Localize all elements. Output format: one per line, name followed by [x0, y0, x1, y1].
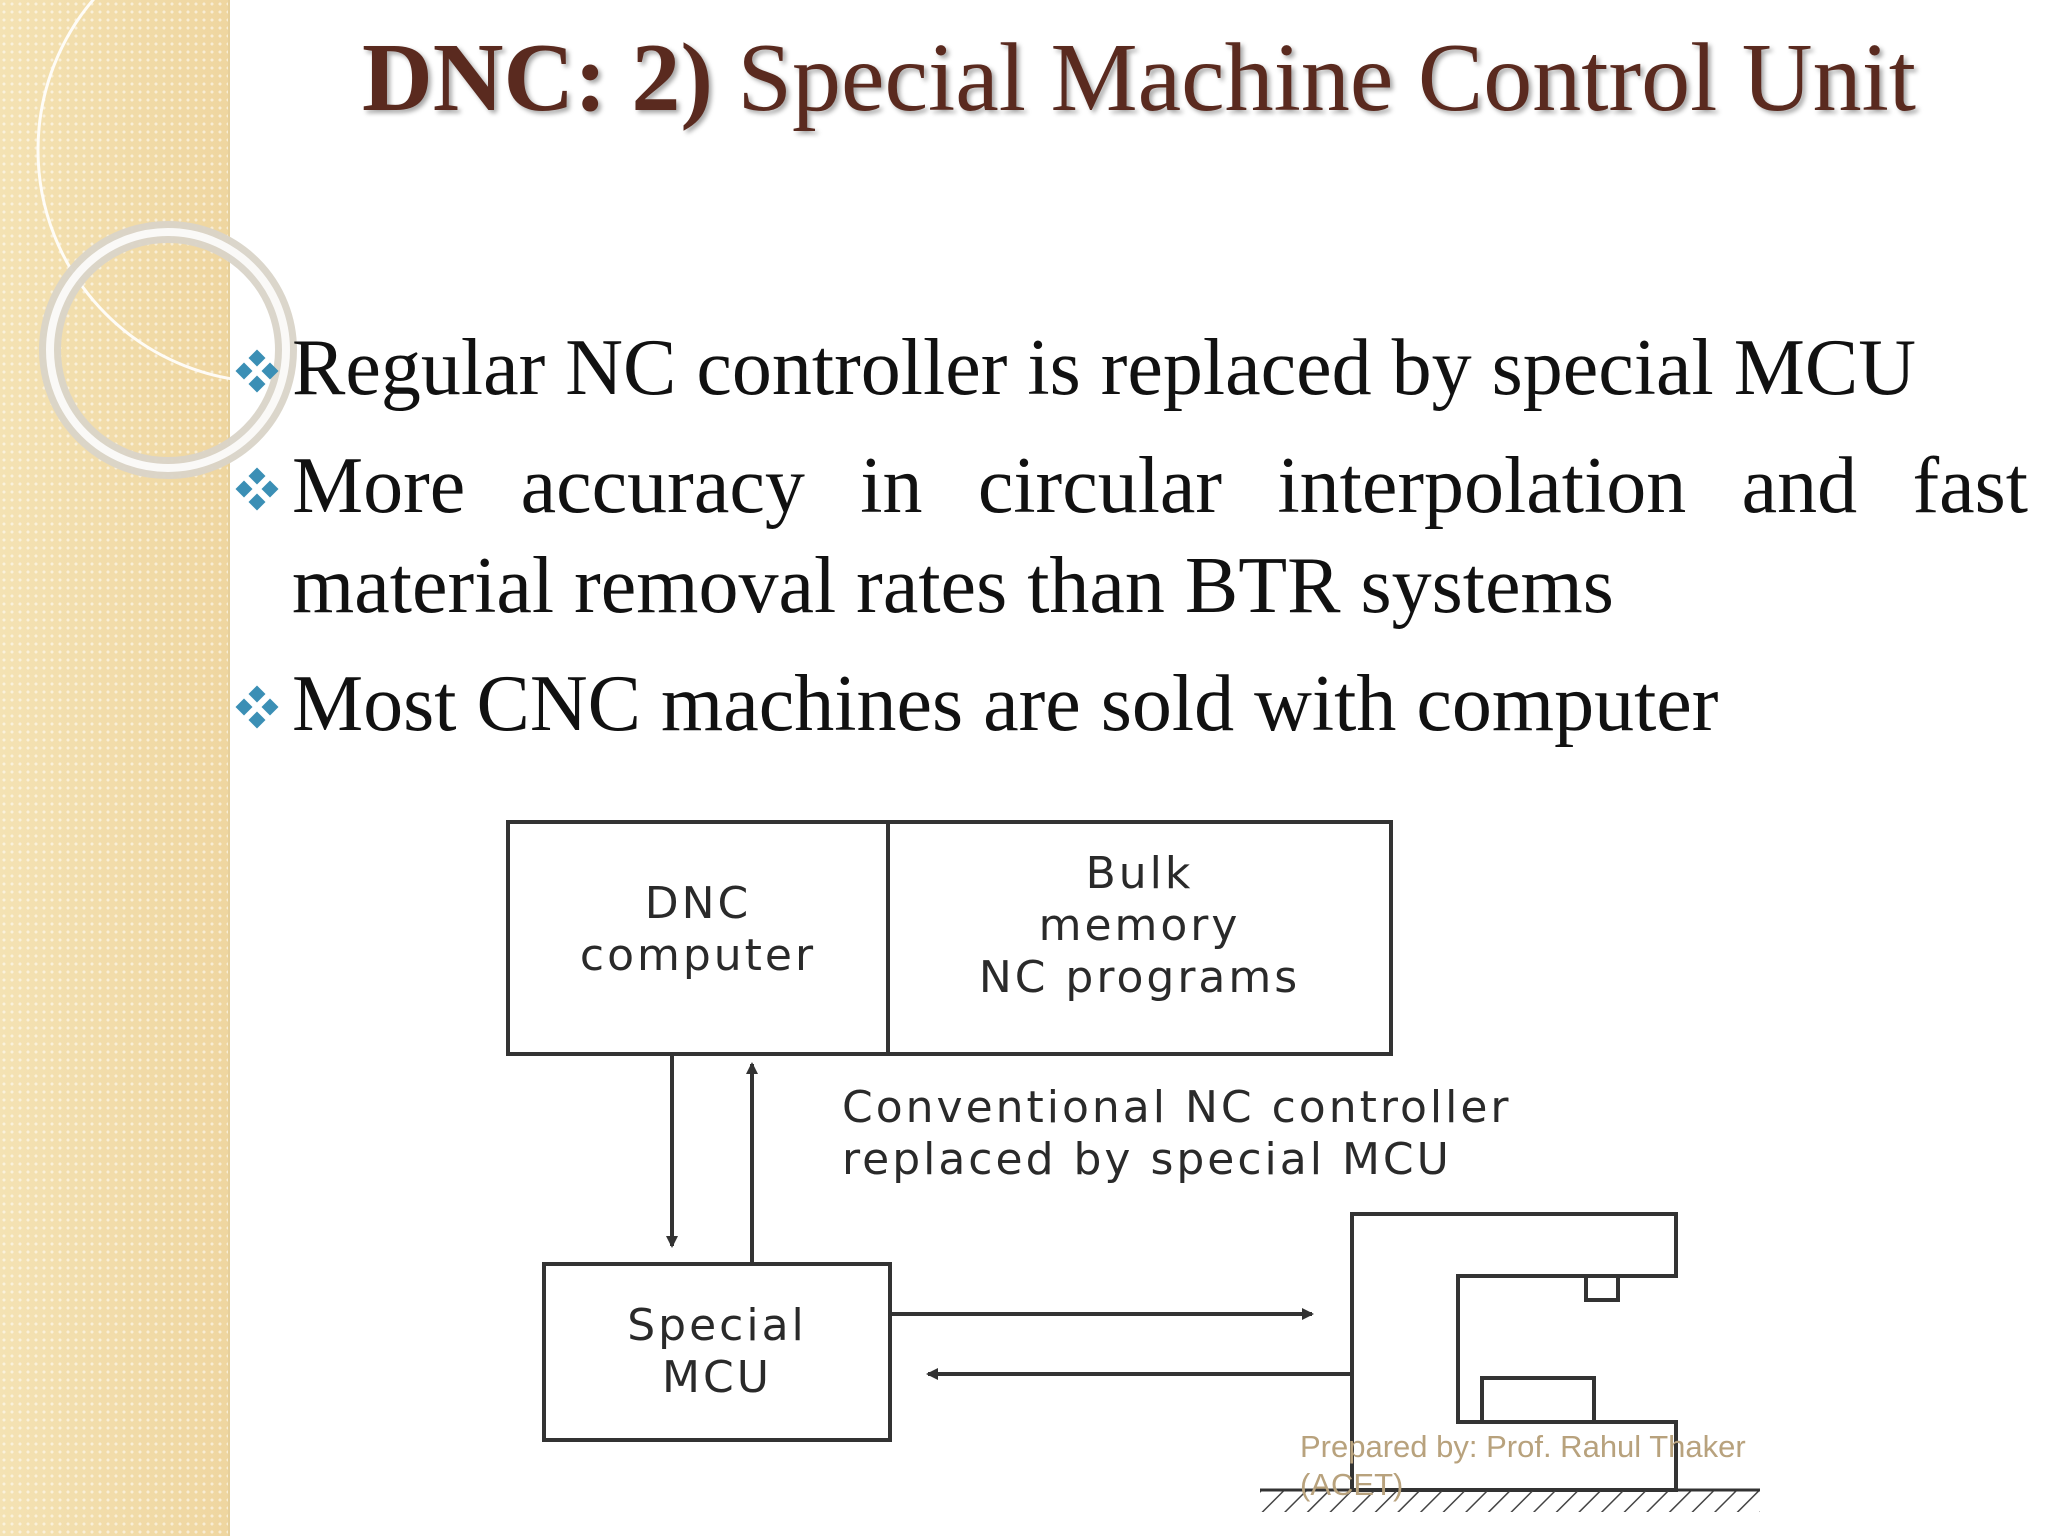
- diagram-caption: Conventional NC controller replaced by s…: [842, 1082, 1512, 1185]
- bullet-text: Most CNC machines are sold with computer: [292, 660, 1719, 748]
- machine-workpiece: [1480, 1376, 1596, 1424]
- diamond-bullet-icon: [235, 685, 279, 729]
- title-text: Special Machine Control Unit: [737, 24, 1917, 132]
- decorative-circles: [36, 0, 504, 479]
- machine-spindle: [1584, 1274, 1620, 1302]
- dnc-computer-label: DNC computer: [579, 878, 817, 981]
- bullet-item: More accuracy in circular interpolation …: [232, 436, 2028, 636]
- diamond-bullet-icon: [235, 467, 279, 511]
- bulk-memory-box: [886, 820, 1393, 1056]
- slide-title: DNC: 2) Special Machine Control Unit: [230, 22, 2048, 134]
- bullet-text: More accuracy in circular interpolation …: [292, 442, 2028, 630]
- diagram-drawing: [506, 820, 1760, 1512]
- bullet-item: Regular NC controller is replaced by spe…: [232, 318, 2028, 418]
- special-mcu-label: Special MCU: [627, 1300, 807, 1403]
- ground-hatch: [1260, 1490, 1760, 1512]
- title-prefix: DNC: 2): [361, 24, 714, 132]
- dnc-block-diagram: DNC computer Bulk memory NC programs Con…: [480, 800, 1800, 1520]
- bullet-text: Regular NC controller is replaced by spe…: [292, 324, 1916, 412]
- footer-credit: Prepared by: Prof. Rahul Thaker (ACET): [1300, 1429, 1746, 1502]
- bullet-list: Regular NC controller is replaced by spe…: [232, 318, 2028, 772]
- bulk-memory-label: Bulk memory NC programs: [978, 848, 1301, 1003]
- bullet-item: Most CNC machines are sold with computer: [232, 654, 2028, 754]
- diamond-bullet-icon: [235, 349, 279, 393]
- special-mcu-box: [542, 1262, 892, 1442]
